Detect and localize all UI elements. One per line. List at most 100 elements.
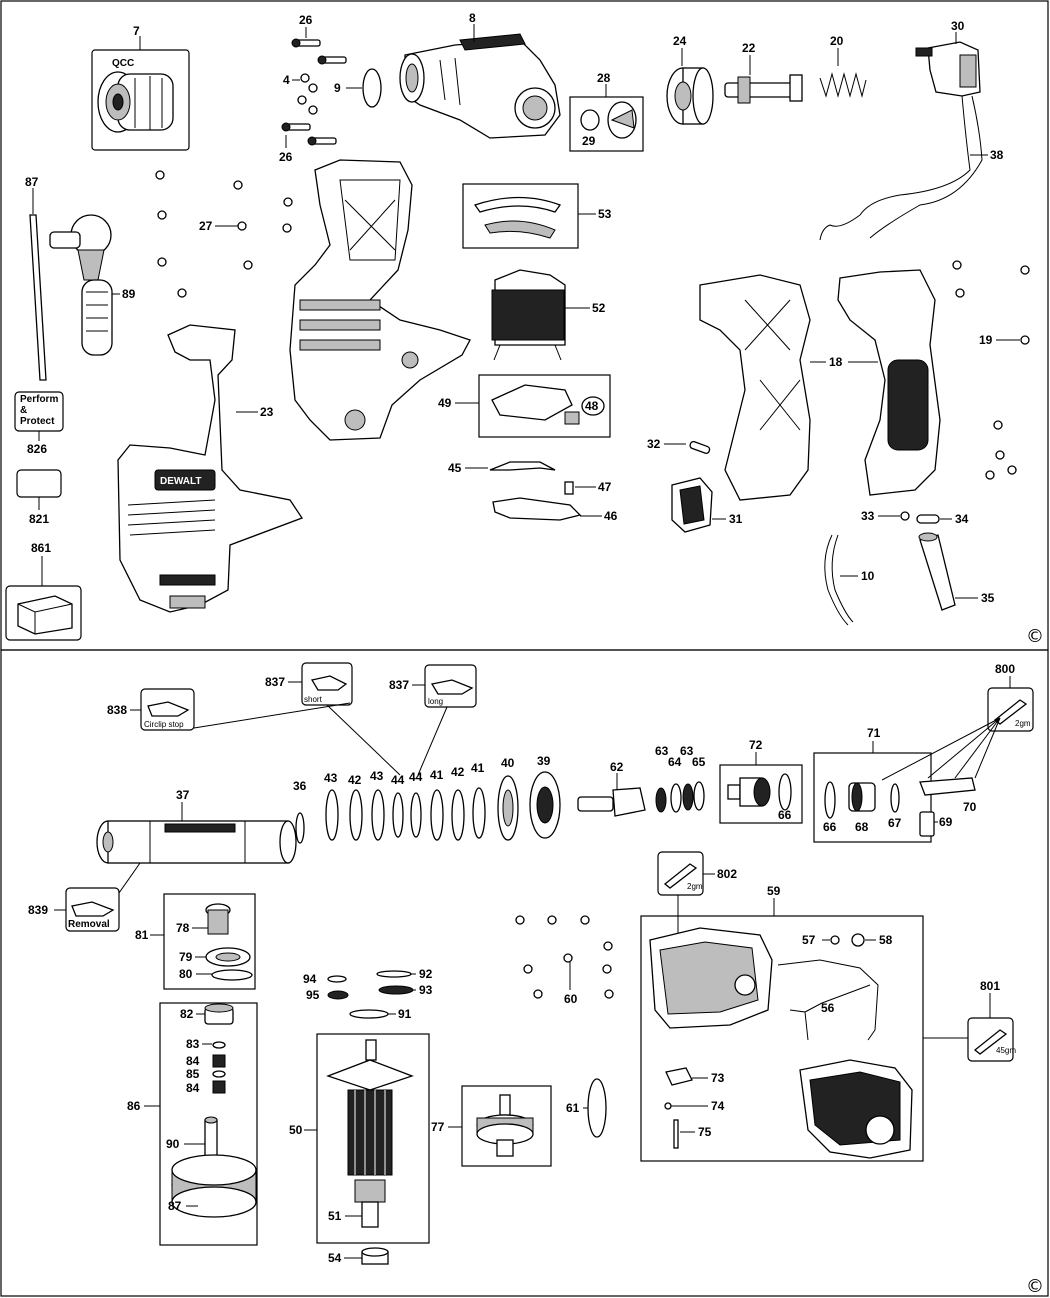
part-61-ring	[587, 1078, 607, 1138]
part-number-839: 839	[28, 903, 48, 917]
part-number-89: 89	[122, 287, 136, 301]
part-18-handle-housing	[699, 269, 941, 501]
part-54-bearing	[361, 1247, 389, 1265]
part-number-62: 62	[610, 760, 624, 774]
part-number-20: 20	[830, 34, 844, 48]
grease-2gm-a: 2gm	[1015, 719, 1031, 728]
qcc-label: QCC	[112, 58, 134, 69]
part-46-brush-holder-plate	[492, 497, 582, 521]
part-number-65: 65	[692, 755, 706, 769]
part-number-44b: 44	[409, 770, 423, 784]
part-number-31: 31	[729, 512, 743, 526]
part-826-perform-protect-label: Perform & Protect	[14, 391, 64, 432]
part-26-screws-top	[291, 38, 347, 65]
part-number-800: 800	[995, 662, 1015, 676]
part-number-28: 28	[597, 71, 611, 85]
part-number-7: 7	[133, 24, 140, 38]
part-9-ring	[362, 68, 382, 108]
part-number-10: 10	[861, 569, 875, 583]
part-number-58: 58	[879, 933, 893, 947]
part-number-53: 53	[598, 207, 612, 221]
part-number-72: 72	[749, 738, 763, 752]
part-837-tool-short: short	[301, 662, 353, 706]
part-number-93: 93	[419, 983, 433, 997]
part-number-54: 54	[328, 1251, 342, 1265]
part-number-80: 80	[179, 967, 193, 981]
part-number-44a: 44	[391, 773, 405, 787]
part-31-grip	[671, 477, 713, 533]
part-837-tool-long: long	[424, 664, 477, 708]
part-number-91: 91	[398, 1007, 412, 1021]
part-80-washer	[211, 969, 253, 981]
part-34-cord-clamp	[916, 514, 940, 524]
copyright-bottom: ©	[1026, 1276, 1044, 1297]
part-838-circlip-stop-tool: Circlip stop	[140, 688, 195, 731]
part-64-ring	[670, 783, 682, 813]
part-35-cord-protector	[918, 532, 956, 611]
part-75-pin	[673, 1119, 679, 1149]
part-number-90: 90	[166, 1137, 180, 1151]
part-number-78: 78	[176, 921, 190, 935]
copyright-top: ©	[1026, 626, 1044, 647]
bottom-panel-frame	[0, 649, 1049, 1297]
part-62-piston	[577, 787, 646, 817]
part-49-brush-holder	[478, 374, 611, 438]
part-73-bracket	[665, 1067, 693, 1086]
part-number-67: 67	[888, 816, 902, 830]
part-89-side-handle	[49, 214, 113, 356]
part-69-pin	[919, 811, 935, 837]
part-28-switch-knob-kit	[569, 96, 644, 152]
ampersand-text: &	[20, 405, 27, 416]
part-number-49: 49	[438, 396, 452, 410]
part-number-36: 36	[293, 779, 307, 793]
part-91-washer	[349, 1009, 389, 1019]
part-number-66b: 66	[823, 820, 837, 834]
part-7-qcc-chuck: QCC	[91, 49, 190, 151]
part-44-washer-a	[392, 792, 404, 838]
part-number-85: 85	[186, 1067, 200, 1081]
part-number-34: 34	[955, 512, 969, 526]
part-number-94: 94	[303, 972, 317, 986]
perform-text: Perform	[20, 394, 58, 405]
part-number-801: 801	[980, 979, 1000, 993]
part-821-label	[16, 469, 62, 498]
part-number-46: 46	[604, 509, 618, 523]
part-43-washer-b	[371, 789, 385, 841]
part-38-wire-harness	[819, 95, 983, 241]
part-47-brush	[564, 481, 574, 495]
part-number-68: 68	[855, 820, 869, 834]
part-86-gear-shaft-kit	[159, 1002, 258, 1246]
part-839-removal-tool: Removal	[65, 887, 120, 932]
part-number-59: 59	[767, 884, 781, 898]
part-50-armature	[316, 1033, 430, 1244]
part-41-washer-b	[472, 787, 486, 839]
part-number-84a: 84	[186, 1054, 200, 1068]
grease-2gm-b: 2gm	[687, 882, 703, 891]
part-number-83: 83	[186, 1037, 200, 1051]
part-93-spring	[378, 985, 414, 995]
part-number-42b: 42	[451, 765, 465, 779]
part-number-74: 74	[711, 1099, 725, 1113]
part-number-24: 24	[673, 34, 687, 48]
washer-ring-row	[295, 771, 561, 844]
part-number-71: 71	[867, 726, 881, 740]
part-number-4: 4	[283, 73, 290, 87]
part-number-95: 95	[306, 988, 320, 1002]
part-number-77: 77	[431, 1120, 445, 1134]
circlip-stop-label: Circlip stop	[144, 720, 184, 729]
long-label: long	[428, 697, 443, 706]
part-number-70: 70	[963, 800, 977, 814]
part-67-oring	[890, 783, 900, 813]
removal-label: Removal	[68, 919, 110, 930]
protect-text: Protect	[20, 416, 55, 427]
part-number-45: 45	[448, 461, 462, 475]
part-number-30: 30	[951, 19, 965, 33]
part-84-roller-b	[212, 1080, 226, 1094]
part-33-screw	[900, 511, 910, 521]
part-4-balls	[297, 73, 318, 115]
part-number-60: 60	[564, 992, 578, 1006]
part-65-ring	[693, 781, 705, 811]
part-30-switch	[915, 41, 981, 97]
short-label: short	[304, 695, 323, 704]
